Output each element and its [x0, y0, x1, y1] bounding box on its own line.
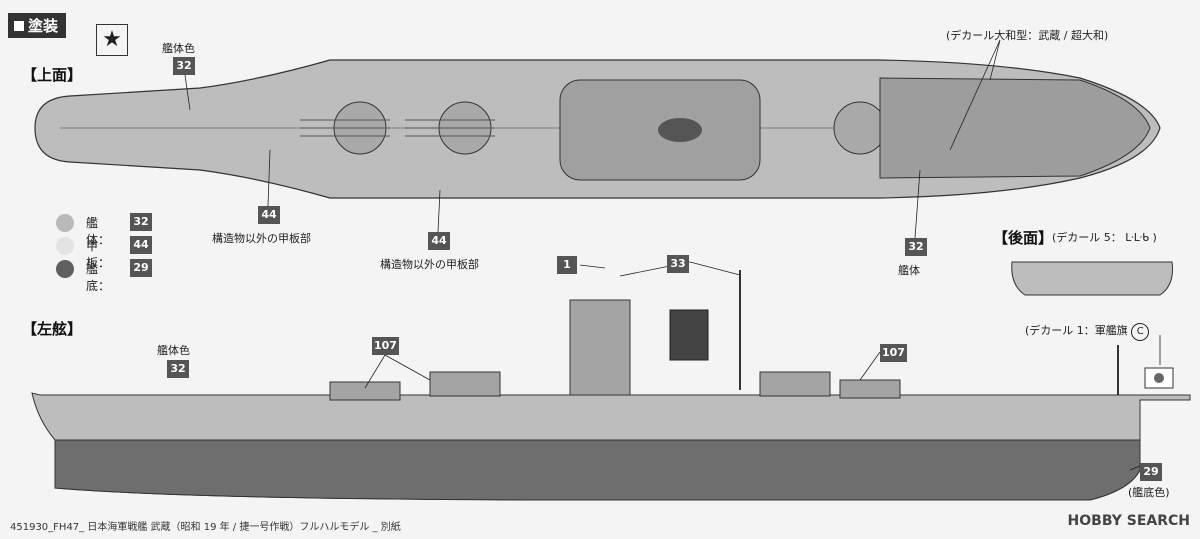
side-33: 33 — [667, 255, 689, 273]
top-view-heading: 【上面】 — [22, 66, 83, 84]
rear-view-heading: 【後面】 — [993, 229, 1054, 247]
deck-label-1: 構造物以外の甲板部 — [212, 232, 311, 245]
decal-top-label: (デカール大和型：武蔵 / 超大和) — [946, 29, 1109, 42]
flag-decal-text: (デカール 1：軍艦旗 — [1025, 324, 1128, 337]
legend-name-bottom: 艦底： — [86, 262, 111, 293]
flag-letter-badge: C — [1131, 323, 1150, 341]
top-hull-num: 32 — [173, 57, 195, 75]
side-hull-label: 艦体色 — [157, 344, 190, 357]
legend-swatch-hull — [56, 214, 74, 232]
side-view-heading: 【左舷】 — [22, 320, 83, 338]
flag-decal-label: (デカール 1：軍艦旗 C — [1025, 322, 1150, 341]
deck-num-2: 44 — [428, 232, 450, 250]
bottom-num: 29 — [1140, 463, 1162, 481]
bottom-label: (艦底色) — [1128, 486, 1170, 499]
top-right-label: 艦体 — [898, 264, 920, 277]
top-hull-label: 艦体色 — [162, 42, 195, 55]
section-title: 塗装 — [8, 13, 67, 38]
legend-num-deck: 44 — [130, 236, 152, 254]
side-107-a: 107 — [372, 337, 399, 355]
deck-label-2: 構造物以外の甲板部 — [380, 258, 479, 271]
deck-num-1: 44 — [258, 206, 280, 224]
side-107-b: 107 — [880, 344, 907, 362]
legend-swatch-bottom — [56, 260, 74, 278]
rear-decal-chars: ᒷᒷᑲ ) — [1125, 231, 1157, 244]
legend-swatch-deck — [56, 237, 74, 255]
section-title-text: 塗装 — [28, 17, 59, 35]
hobby-search-logo: HOBBY SEARCH — [1067, 513, 1190, 529]
legend-name-deck: 甲板： — [86, 239, 111, 270]
legend-name-hull: 艦体： — [86, 216, 111, 247]
side-1: 1 — [557, 256, 577, 274]
footer-text: 451930_FH47_ 日本海軍戦艦 武蔵（昭和 19 年 / 捷一号作戦）フ… — [10, 522, 401, 533]
legend-num-bottom: 29 — [130, 259, 152, 277]
star-icon: ★ — [96, 24, 128, 56]
rear-decal-text: (デカール 5： — [1052, 231, 1122, 244]
legend-num-hull: 32 — [130, 213, 152, 231]
side-hull-num: 32 — [167, 360, 189, 378]
rear-decal-label: (デカール 5： ᒷᒷᑲ ) — [1052, 229, 1157, 245]
top-right-num: 32 — [905, 238, 927, 256]
